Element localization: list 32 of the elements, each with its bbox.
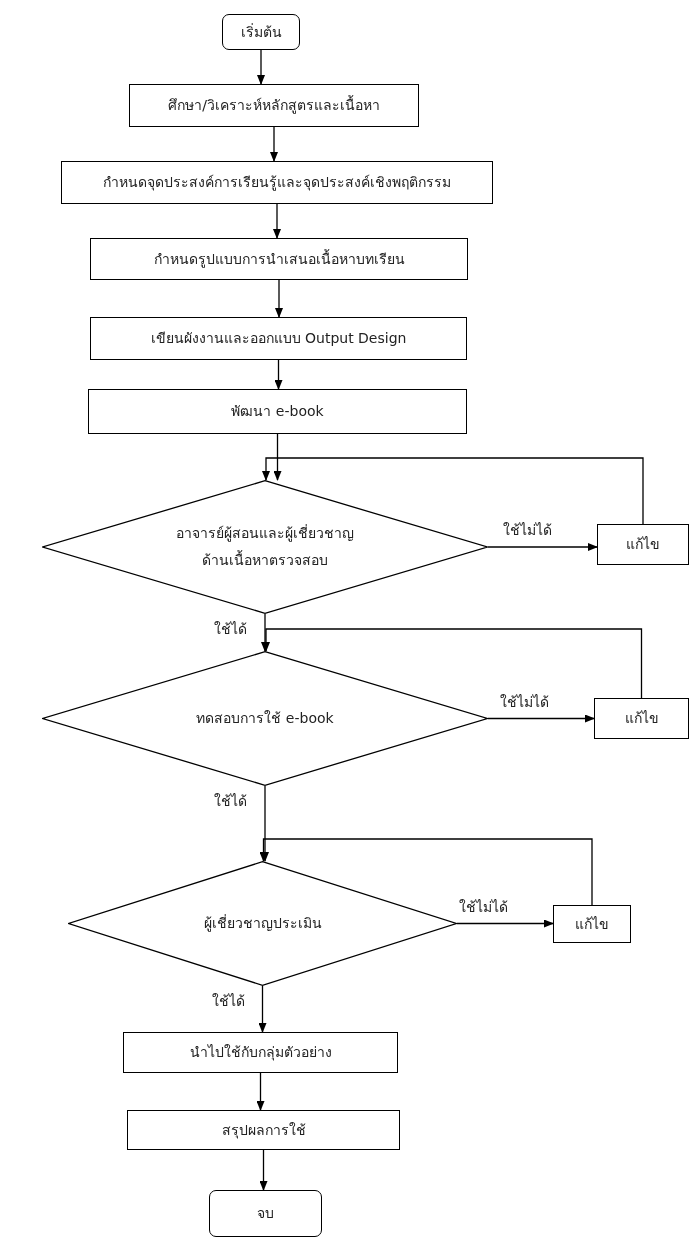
process-box: สรุปผลการใช้	[127, 1110, 400, 1150]
process-box: กำหนดรูปแบบการนำเสนอเนื้อหาบทเรียน	[90, 238, 468, 280]
arrow	[261, 785, 269, 862]
arrow	[273, 203, 281, 239]
arrow	[270, 126, 278, 162]
process-box: ศึกษา/วิเคราะห์หลักสูตรและเนื้อหา	[129, 84, 419, 127]
terminal-box: เริ่มต้น	[222, 14, 300, 50]
arrow	[456, 919, 554, 928]
process-box: พัฒนา e-book	[88, 389, 467, 434]
arrow	[487, 543, 598, 551]
arrow	[257, 49, 265, 85]
process-box: แก้ไข	[594, 698, 689, 739]
process-box: นำไปใช้กับกลุ่มตัวอย่าง	[123, 1032, 398, 1073]
arrow	[273, 433, 282, 481]
process-box: เขียนผังงานและออกแบบ Output Design	[90, 317, 467, 360]
arrow	[274, 359, 283, 390]
arrow	[258, 985, 267, 1033]
arrow	[262, 628, 643, 699]
arrow	[275, 279, 283, 318]
process-box: กำหนดจุดประสงค์การเรียนรู้และจุดประสงค์เชิงพฤติกรรม	[61, 161, 493, 204]
decision-diamond: อาจารย์ผู้สอนและผู้เชี่ยวชาญ ด้านเนื้อหาตรวจสอบ	[42, 480, 488, 614]
arrow	[261, 613, 269, 652]
decision-diamond: ทดสอบการใช้ e-book	[42, 651, 488, 786]
arrow	[487, 714, 595, 723]
process-box: แก้ไข	[553, 905, 631, 943]
arrow	[259, 838, 593, 906]
arrow	[262, 457, 644, 525]
process-box: แก้ไข	[597, 524, 689, 565]
decision-diamond: ผู้เชี่ยวชาญประเมิน	[68, 861, 457, 986]
terminal-box: จบ	[209, 1190, 322, 1237]
arrow	[256, 1072, 265, 1111]
arrow	[259, 1149, 268, 1191]
